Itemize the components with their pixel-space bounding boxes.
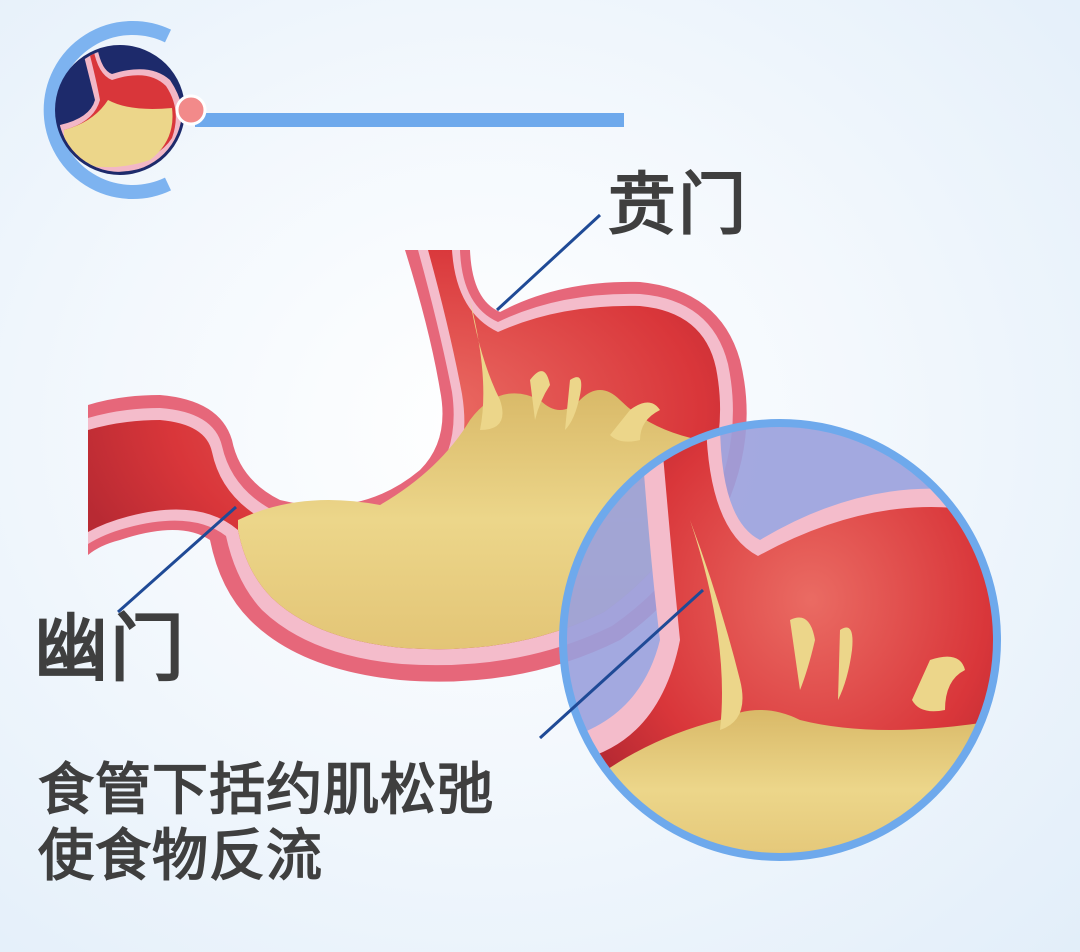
magnifier-circle-icon — [559, 419, 1001, 861]
pylorus-label: 幽门 — [34, 606, 186, 692]
caption: 食管下括约肌松弛 使食物反流 — [38, 758, 494, 890]
pylorus-leader-line — [117, 505, 237, 614]
caption-line-1: 食管下括约肌松弛 — [38, 758, 494, 823]
stomach-thumbnail-icon — [43, 21, 624, 199]
cardia-leader-line — [495, 213, 602, 312]
caption-line-2: 使食物反流 — [38, 824, 323, 889]
sphincter-leader-line — [538, 588, 705, 740]
cardia-label: 贲门 — [608, 166, 749, 245]
